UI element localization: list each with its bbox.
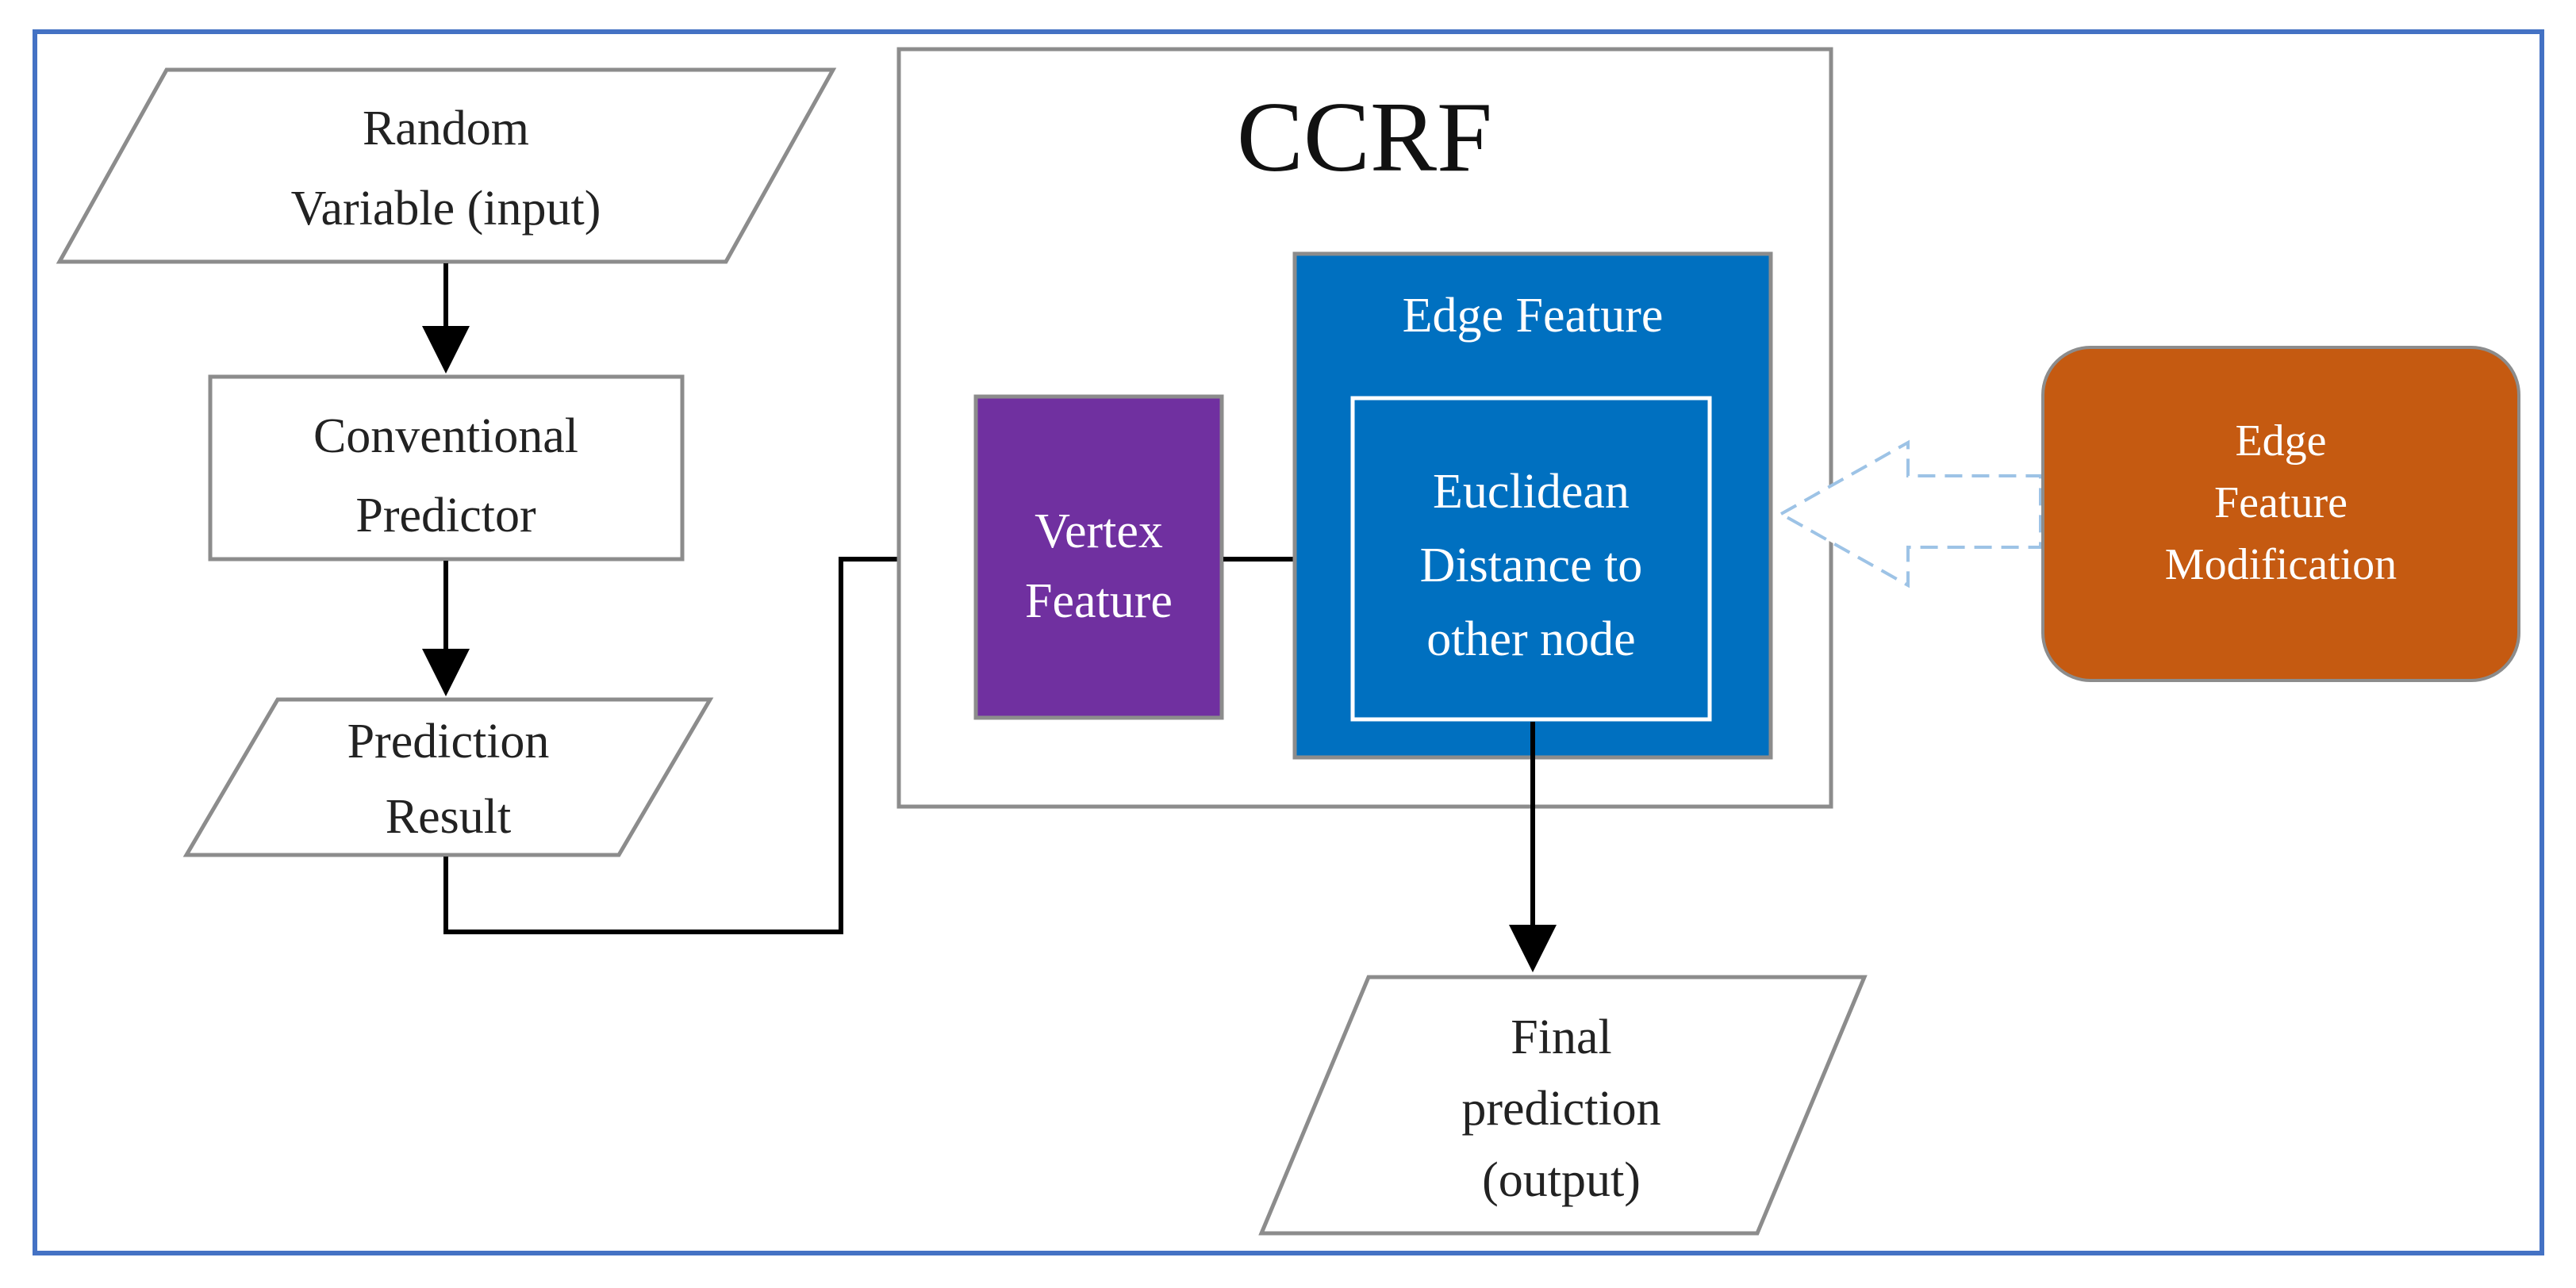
- final-prediction-line-3: (output): [1482, 1153, 1641, 1207]
- prediction-result-line-1: Prediction: [347, 715, 550, 769]
- final-prediction-line-2: prediction: [1461, 1082, 1660, 1136]
- edge-feature-modification-node: Edge Feature Modification: [2041, 346, 2520, 682]
- vertex-feature-line-1: Vertex: [1035, 504, 1163, 558]
- outer-frame: [33, 29, 2544, 1255]
- vertex-feature-line-2: Feature: [1025, 574, 1173, 628]
- prediction-result-node: Prediction Result: [182, 697, 714, 857]
- conventional-predictor-line-1: Conventional: [313, 409, 578, 463]
- random-variable-line-2: Variable (input): [291, 182, 601, 236]
- vertex-feature-node: Vertex Feature: [973, 394, 1224, 720]
- final-prediction-line-1: Final: [1511, 1010, 1611, 1064]
- euclidean-distance-line-2: Distance to: [1420, 539, 1643, 592]
- modification-line-1: Edge: [2235, 416, 2326, 466]
- conventional-predictor-node: Conventional Predictor: [208, 374, 685, 562]
- prediction-result-line-2: Result: [386, 790, 511, 844]
- hollow-arrow-modification-to-edge: [1777, 439, 2042, 588]
- ccrf-title: CCRF: [1237, 82, 1492, 193]
- random-variable-node: Random Variable (input): [56, 67, 837, 264]
- modification-line-3: Modification: [2165, 540, 2397, 589]
- final-prediction-node: Final prediction (output): [1258, 975, 1868, 1236]
- euclidean-distance-node: Euclidean Distance to other node: [1350, 396, 1712, 722]
- euclidean-distance-line-1: Euclidean: [1433, 465, 1630, 519]
- euclidean-distance-line-3: other node: [1426, 612, 1635, 666]
- connector-result-to-vertex: [443, 535, 973, 934]
- modification-line-2: Feature: [2214, 478, 2348, 527]
- conventional-predictor-line-2: Predictor: [355, 489, 536, 542]
- edge-feature-title: Edge Feature: [1403, 289, 1664, 343]
- random-variable-line-1: Random: [363, 102, 529, 155]
